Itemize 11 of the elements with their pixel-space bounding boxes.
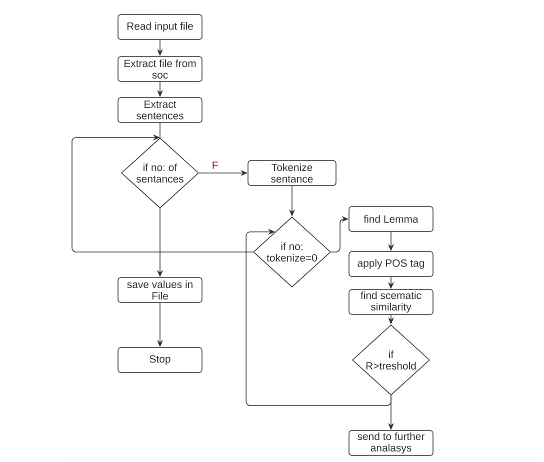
process-box: save values in File [118, 277, 202, 303]
edge-label: F [210, 160, 220, 170]
process-box: Read input file [118, 14, 202, 40]
process-box: Stop [118, 347, 202, 373]
process-box: Tokenize sentance [248, 160, 336, 186]
process-box: find Lemma [348, 206, 434, 232]
process-box: Extract sentences [118, 97, 202, 123]
process-box: find scematic similarity [348, 289, 434, 315]
process-box: apply POS tag [348, 251, 434, 277]
process-box: send to further analasys [348, 430, 434, 456]
process-box: Extract file from soc [118, 56, 202, 82]
